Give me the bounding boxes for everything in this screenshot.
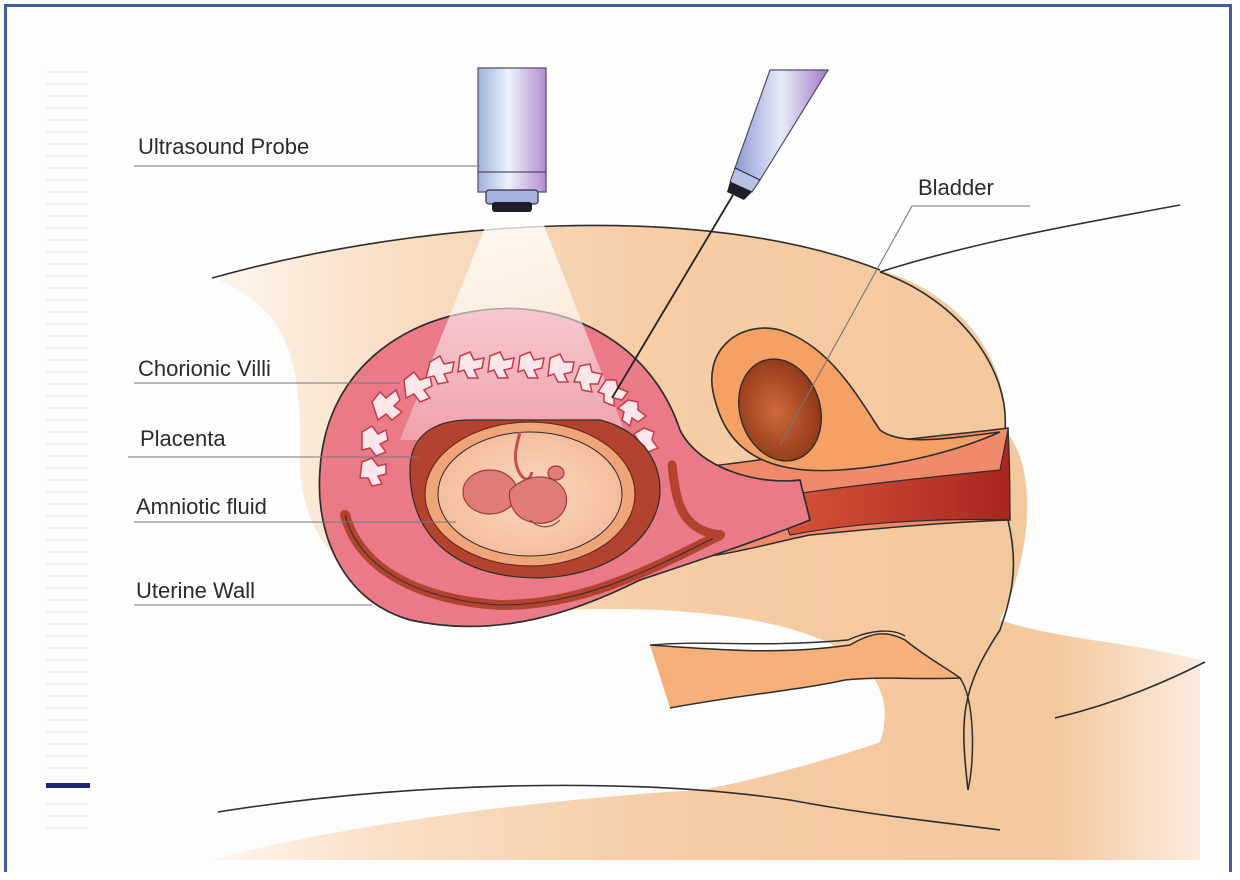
label-placenta: Placenta (140, 426, 226, 451)
label-bladder: Bladder (918, 175, 994, 200)
label-amniotic-fluid: Amniotic fluid (136, 494, 267, 519)
ultrasound-probe (478, 68, 546, 212)
label-ultrasound-probe: Ultrasound Probe (138, 134, 309, 159)
label-uterine-wall: Uterine Wall (136, 578, 255, 603)
accent-bar (46, 783, 90, 788)
label-chorionic-villi: Chorionic Villi (138, 356, 271, 381)
side-ruler (46, 72, 88, 828)
